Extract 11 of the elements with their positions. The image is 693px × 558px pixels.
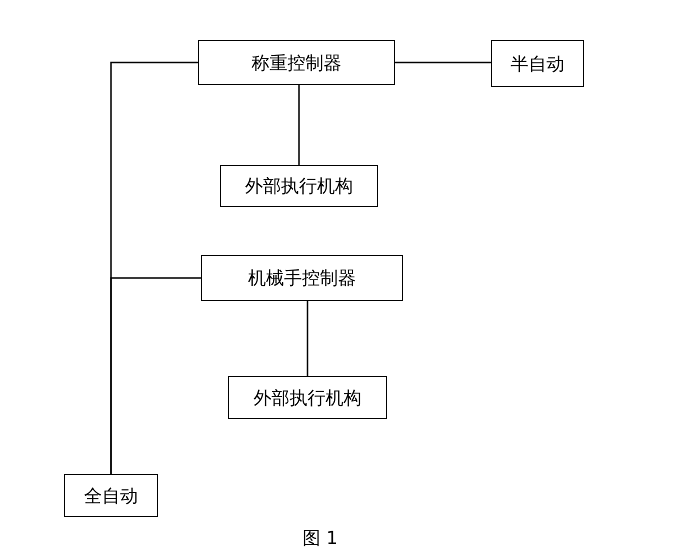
connector-line — [395, 62, 491, 64]
figure-caption: 图 1 — [302, 527, 338, 550]
process-box: 称重控制器 — [198, 40, 395, 85]
process-box: 外部执行机构 — [220, 165, 378, 207]
process-box: 全自动 — [64, 474, 158, 517]
process-box: 外部执行机构 — [228, 376, 387, 419]
connector-line — [110, 277, 201, 474]
connector-line — [306, 301, 308, 376]
process-box: 半自动 — [491, 40, 584, 87]
connector-line — [298, 85, 300, 165]
process-box: 机械手控制器 — [201, 255, 403, 301]
